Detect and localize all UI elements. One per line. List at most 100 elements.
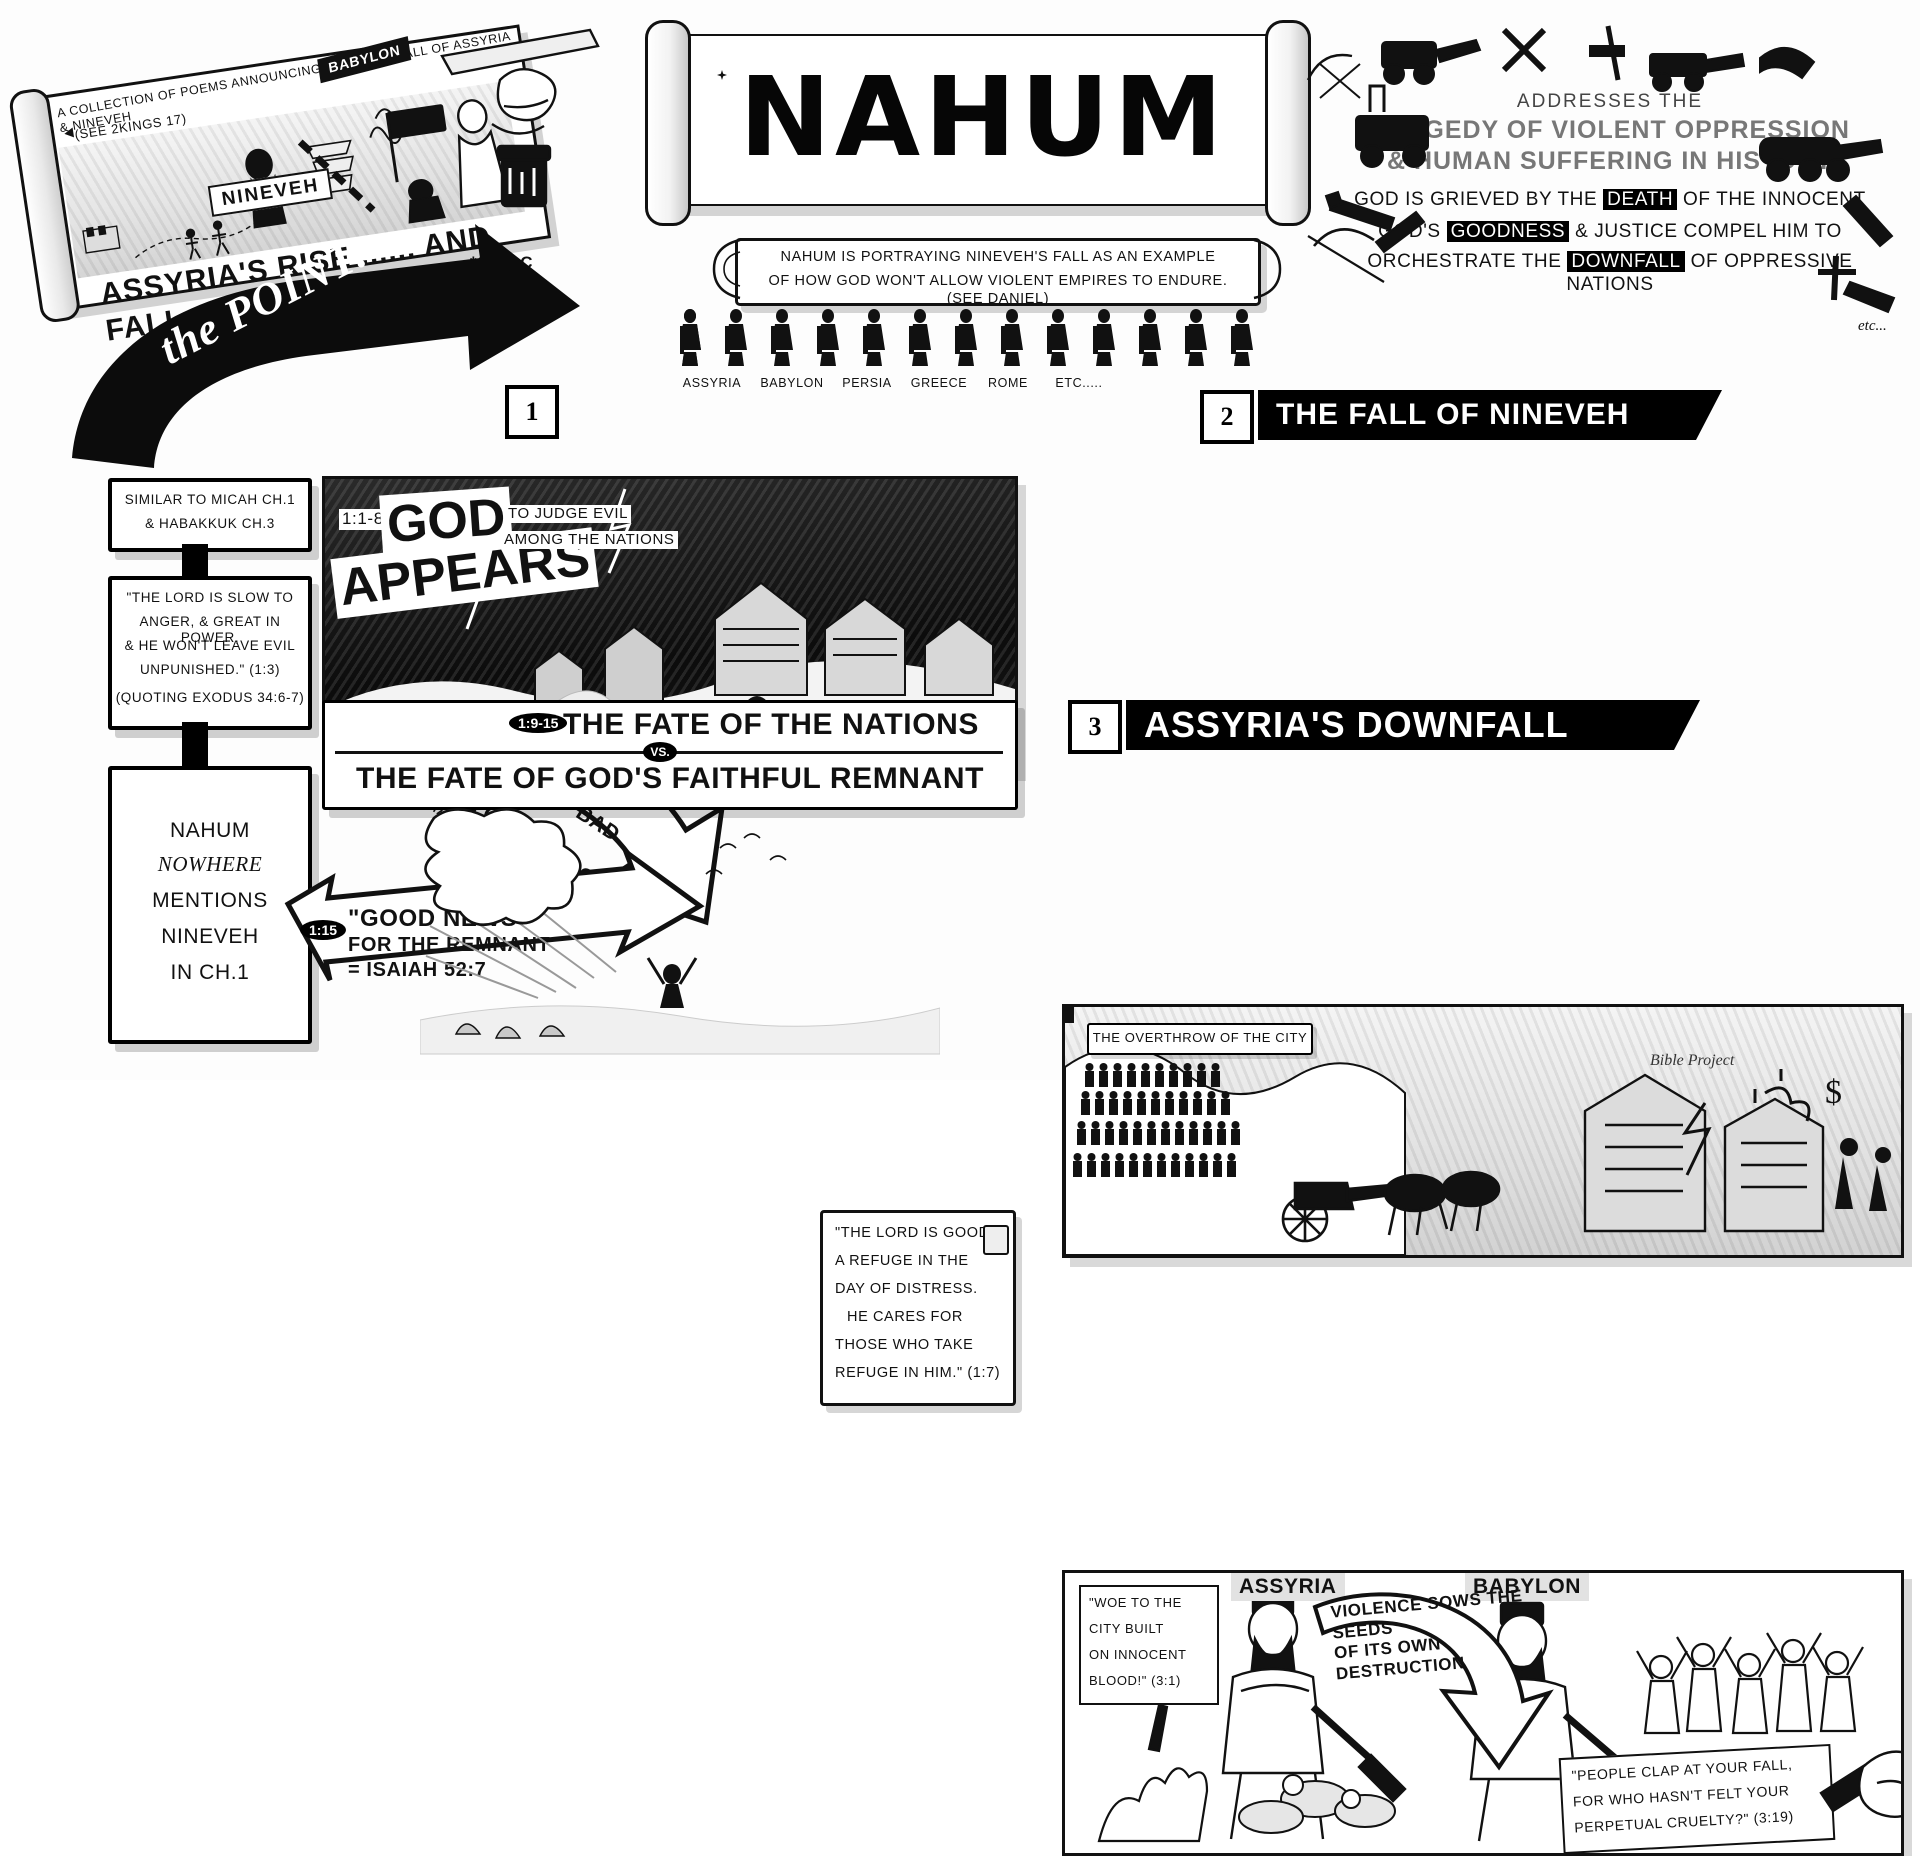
arrow-good-news-line-3: = ISAIAH 52:7: [348, 958, 487, 981]
nations-soldier-row: [680, 306, 1280, 368]
remnant-quote-line-1: "THE LORD IS GOOD,: [835, 1225, 995, 1241]
scroll-reference-arrow-icon: [63, 127, 75, 139]
note-micah-line-2: & HABAKKUK ch.3: [145, 516, 275, 531]
section2-title: THE FALL OF NINEVEH: [1276, 398, 1630, 431]
section3-header-bar: ASSYRIA'S DOWNFALL: [1126, 700, 1700, 750]
theme-line-6: ORCHESTRATE THE DOWNFALL OF OPPRESSIVE N…: [1330, 250, 1890, 296]
section2-caption-box: THE OVERTHROW OF THE CITY: [1087, 1023, 1313, 1055]
note-slow-line-5: (QUOTING EXODUS 34:6-7): [115, 690, 305, 705]
note-nowhere-line-4: NINEVEH: [161, 925, 259, 948]
section2-caption: THE OVERTHROW OF THE CITY: [1092, 1030, 1308, 1045]
section3-title: ASSYRIA'S DOWNFALL: [1144, 704, 1569, 745]
remnant-quote-line-5: THOSE WHO TAKE: [835, 1337, 974, 1353]
theme-etc-label: etc...: [1858, 318, 1887, 334]
nations-labels-row: ASSYRIA BABYLON PERSIA GREECE ROME etc..…: [676, 376, 1296, 391]
note-slow-line-3: & HE WON'T LEAVE EVIL: [124, 638, 296, 653]
nation-label-babylon: BABYLON: [760, 376, 824, 390]
remnant-quote-line-3: DAY OF DISTRESS.: [835, 1281, 978, 1297]
theme-line-5: GOD'S GOODNESS & JUSTICE COMPEL HIM TO: [1330, 220, 1890, 243]
note-nowhere-line-5: IN ch.1: [170, 961, 250, 984]
section3-quote-woe-box: "WOE TO THE CITY BUILT ON INNOCENT BLOOD…: [1079, 1585, 1219, 1705]
fate-band-line-2: THE FATE OF GOD'S FAITHFUL REMNANT: [355, 762, 985, 795]
note-slow-line-2: ANGER, & GREAT IN POWER,: [139, 614, 281, 646]
subtitle-line-1: NAHUM IS PORTRAYING NINEVEH'S FALL AS AN…: [780, 249, 1216, 265]
theme-line-6-pre: ORCHESTRATE THE: [1367, 250, 1568, 272]
remnant-quote-line-6: REFUGE IN HIM." (1:7): [835, 1365, 1001, 1381]
theme-line-1: ADDRESSES THE: [1516, 91, 1704, 112]
theme-line-5-highlight: GOODNESS: [1446, 221, 1570, 243]
theme-line-4-pre: GOD IS GRIEVED BY THE: [1354, 189, 1604, 211]
assyria-rise-and-fall-scroll: A COLLECTION OF POEMS ANNOUNCING THE DOW…: [7, 16, 557, 347]
theme-line-3: & HUMAN SUFFERING IN HISTORY: [1386, 146, 1834, 175]
hand-with-pen-icon: [1819, 1750, 1901, 1818]
theme-line-6-post: OF OPPRESSIVE NATIONS: [1566, 250, 1853, 295]
note-connector-1: [182, 544, 208, 580]
note-micah-line-1: SIMILAR TO MICAH ch.1: [124, 492, 296, 507]
nation-label-greece: GREECE: [910, 376, 968, 390]
top-right-theme-block: ADDRESSES THE TRAGEDY OF VIOLENT OPPRESS…: [1330, 90, 1890, 296]
note-nowhere-line-3: MENTIONS: [152, 889, 268, 912]
title-scroll: NAHUM: [645, 20, 1311, 226]
fate-band-line-1: THE FATE OF THE NATIONS: [563, 708, 980, 741]
section3-number-badge: 3: [1068, 700, 1122, 754]
nation-label-rome: ROME: [988, 376, 1028, 390]
subtitle-banner-curl-left: [712, 238, 741, 300]
scroll-seal-icon: [983, 1225, 1009, 1255]
quote-woe-line-2: CITY BUILT: [1089, 1621, 1164, 1636]
note-nowhere-line-2: NOWHERE: [157, 852, 263, 876]
ref-pill-1-9-15: 1:9-15: [509, 713, 568, 733]
quote-woe-line-3: ON INNOCENT: [1089, 1647, 1187, 1662]
quote-woe-line-1: "WOE TO THE: [1089, 1595, 1182, 1610]
section1-side-line-1: TO JUDGE EVIL: [505, 505, 632, 524]
theme-line-6-highlight: DOWNFALL: [1567, 250, 1685, 272]
note-connector-2: [182, 722, 208, 766]
fate-band: 1:9-15 THE FATE OF THE NATIONS VS. THE F…: [322, 700, 1018, 810]
theme-line-4-highlight: DEATH: [1603, 189, 1678, 211]
title-scroll-roll-right: [1265, 20, 1311, 226]
poster-title: NAHUM: [738, 53, 1228, 181]
the-point-arrow: [72, 224, 580, 468]
poster-signature: Bible Project: [1650, 1052, 1735, 1069]
note-lord-is-slow-to-anger: "THE LORD IS SLOW TO ANGER, & GREAT IN P…: [108, 576, 312, 730]
remnant-scene-art: [420, 808, 940, 1055]
nation-label-persia: PERSIA: [842, 376, 892, 390]
quote-woe-line-4: BLOOD!" (3:1): [1089, 1673, 1181, 1688]
note-slow-line-1: "THE LORD IS SLOW TO: [126, 590, 294, 605]
quote-clap-line-2: FOR WHO HASN'T FELT YOUR: [1572, 1782, 1790, 1810]
note-similar-to-micah: SIMILAR TO MICAH ch.1 & HABAKKUK ch.3: [108, 478, 312, 552]
arrow-good-news-line-2: FOR THE REMNANT: [348, 934, 551, 957]
theme-line-4: GOD IS GRIEVED BY THE DEATH OF THE INNOC…: [1330, 188, 1890, 211]
quote-clap-line-3: PERPETUAL CRUELTY?" (3:19): [1573, 1807, 1795, 1836]
section3-panel: "WOE TO THE CITY BUILT ON INNOCENT BLOOD…: [1062, 1570, 1904, 1856]
section1-number-badge: 1: [505, 385, 559, 439]
weapons-collage-art: [1306, 25, 1896, 314]
theme-line-4-post: OF THE INNOCENT: [1677, 189, 1866, 211]
section2-number-badge: 2: [1200, 390, 1254, 444]
section2-panel: $ THE OVERTHROW OF THE CITY: [1062, 1004, 1904, 1258]
theme-line-5-post: & JUSTICE COMPEL HIM TO: [1569, 221, 1842, 243]
title-scroll-roll-left: [645, 20, 691, 226]
nahum-infographic-poster: { "poster": { "title": "NAHUM", "subtitl…: [7, 16, 1904, 1856]
nation-label-assyria: ASSYRIA: [682, 376, 742, 390]
nation-label-etc: etc.....: [1055, 376, 1103, 390]
fate-band-vs-badge: VS.: [643, 742, 677, 762]
remnant-quote-scroll: "THE LORD IS GOOD, A REFUGE IN THE DAY O…: [820, 1210, 1016, 1406]
note-nahum-nowhere-mentions: NAHUM NOWHERE MENTIONS NINEVEH IN ch.1: [108, 766, 312, 1044]
soldier-silhouettes-art: [680, 309, 1253, 366]
ref-pill-1-15: 1:15: [300, 920, 347, 940]
section2-header-bar: THE FALL OF NINEVEH: [1258, 390, 1722, 440]
subtitle-line-2: OF HOW GOD WON'T ALLOW VIOLENT EMPIRES T…: [768, 273, 1228, 307]
note-slow-line-4: UNPUNISHED." (1:3): [139, 662, 281, 677]
section1-ref: 1:1-8: [339, 509, 387, 530]
subtitle-banner-curl-right: [1253, 238, 1282, 300]
quote-clap-line-1: "PEOPLE CLAP AT YOUR FALL,: [1571, 1755, 1793, 1784]
scroll-figures-art: [82, 99, 511, 260]
subtitle-banner: NAHUM IS PORTRAYING NINEVEH'S FALL AS AN…: [735, 238, 1261, 307]
remnant-quote-line-2: A REFUGE IN THE: [835, 1253, 969, 1269]
arrow-good-news-text: "GOOD NEWS" FOR THE REMNANT = ISAIAH 52:…: [348, 904, 618, 982]
section1-side-line-2: AMONG THE NATIONS: [501, 531, 678, 550]
note-nowhere-line-1: NAHUM: [170, 819, 250, 842]
section3-quote-clap-box: "PEOPLE CLAP AT YOUR FALL, FOR WHO HASN'…: [1558, 1743, 1836, 1853]
ink-splatter-icon: [717, 70, 727, 80]
quill-and-inkbottle-art: [440, 28, 600, 208]
